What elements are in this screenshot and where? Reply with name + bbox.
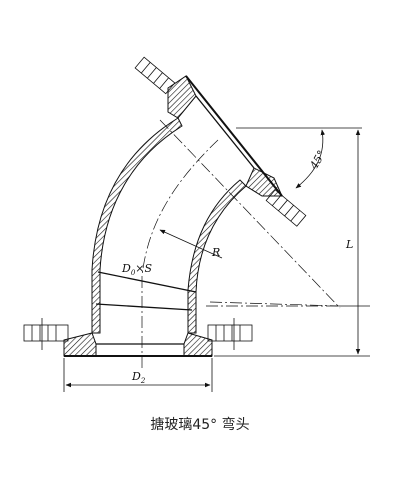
- radius-dimension: R: [159, 229, 223, 259]
- bottom-bolt-left: [23, 318, 69, 350]
- flange-diameter-dimension: D2: [63, 358, 213, 392]
- radius-label: R: [211, 246, 220, 259]
- pipe-diameter-label: D0×S: [121, 262, 153, 277]
- length-label: L: [345, 238, 353, 251]
- bottom-bolt-right: [207, 318, 253, 350]
- elbow-body: [91, 117, 247, 334]
- angle-label: 45°: [307, 148, 329, 172]
- flange-diameter-label: D2: [131, 370, 146, 385]
- top-flange: [167, 75, 283, 197]
- centerlines: [141, 119, 341, 368]
- top-bolt-lower: [265, 189, 307, 227]
- figure-caption: 搪玻璃45° 弯头: [150, 417, 250, 433]
- pipe-diameter-dimension: D0×S: [121, 262, 153, 277]
- length-dimension: L: [214, 129, 370, 357]
- top-bolt-upper: [134, 56, 176, 95]
- bottom-flange: [63, 332, 213, 357]
